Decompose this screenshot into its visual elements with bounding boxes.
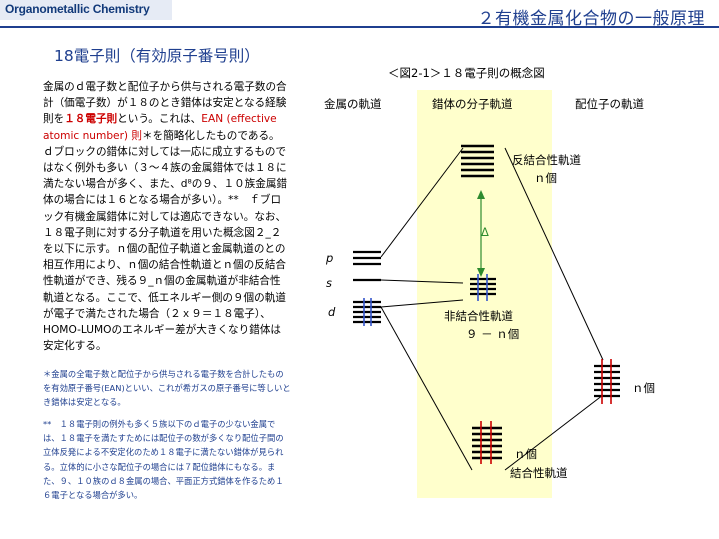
- delta-arrow-head-down: [477, 268, 485, 277]
- footnote-exceptions: ** １８電子則の例外も多く５族以下のｄ電子の少ない金属では、１８電子を満たすた…: [43, 419, 284, 501]
- orbital-label-d: d: [328, 305, 336, 319]
- correlation-line: [380, 299, 464, 308]
- ean-rule-highlight: EAN (effective atomic number) 則: [43, 113, 277, 142]
- complex-orbital-header: 錯体の分子軌道: [432, 97, 513, 111]
- ligand-orbital-header: 配位子の軌道: [575, 97, 644, 111]
- diagram-caption: ＜図2-1＞１８電子則の概念図: [388, 66, 545, 80]
- course-label-text: Organometallic Chemistry: [5, 2, 150, 16]
- bonding-label: 結合性軌道: [510, 466, 568, 480]
- page-title: ２有機金属化合物の一般原理: [477, 9, 705, 29]
- antibonding-label: 反結合性軌道: [512, 153, 581, 167]
- nonbonding-count: ９ － ｎ個: [466, 327, 520, 341]
- nonbonding-label: 非結合性軌道: [444, 309, 513, 323]
- bonding-count: ｎ個: [514, 447, 537, 461]
- antibonding-stack: [461, 144, 494, 178]
- metal-orbital-header: 金属の軌道: [324, 97, 382, 111]
- orbital-label-p: p: [326, 251, 334, 265]
- ligand-count: ｎ個: [632, 381, 655, 395]
- rule-name-highlight: １８電子則: [64, 113, 118, 126]
- main-paragraph: 金属のｄ電子数と配位子から供与される電子数の合計（価電子数）が１８のとき錯体は安…: [43, 79, 289, 354]
- correlation-line: [504, 147, 604, 361]
- metal-p-stack: [353, 250, 381, 266]
- correlation-line: [380, 306, 473, 471]
- delta-arrow-head-up: [477, 190, 485, 199]
- correlation-line: [380, 279, 464, 284]
- section-title: 18電子則（有効原子番号則）: [54, 47, 260, 65]
- para-text-2: という。これは、: [117, 113, 202, 126]
- metal-d-electrons: [363, 298, 372, 326]
- header-course-label: Organometallic Chemistry: [0, 0, 172, 20]
- header-divider: [0, 26, 719, 28]
- delta-arrow: [477, 190, 485, 277]
- footnote-ean: ＊金属の全電子数と配位子から供与される電子数を合計したものを有効原子番号(EAN…: [43, 369, 291, 408]
- antibonding-count: ｎ個: [534, 171, 557, 185]
- para-text-3: ＊を簡略化したものである。ｄブロックの錯体に対しては一応に成立するものではなく例…: [43, 129, 288, 353]
- correlation-line: [380, 147, 464, 258]
- correlation-lines: [380, 147, 604, 471]
- para-text-1: 金属のｄ電子数と配位子から供与される電子数の合計（価電子数）が１８のとき錯体は安…: [43, 81, 287, 126]
- nonbonding-electrons: [477, 274, 488, 301]
- nonbonding-stack: [470, 277, 496, 296]
- delta-label: Δ: [481, 225, 489, 239]
- bonding-electrons: [480, 421, 492, 464]
- ligand-stack: [594, 364, 620, 398]
- ligand-electrons: [601, 359, 612, 404]
- metal-d-stack: [353, 300, 381, 324]
- orbital-label-s: s: [326, 276, 332, 290]
- energy-levels: [353, 144, 620, 464]
- correlation-line: [504, 394, 604, 471]
- bonding-stack: [472, 426, 502, 460]
